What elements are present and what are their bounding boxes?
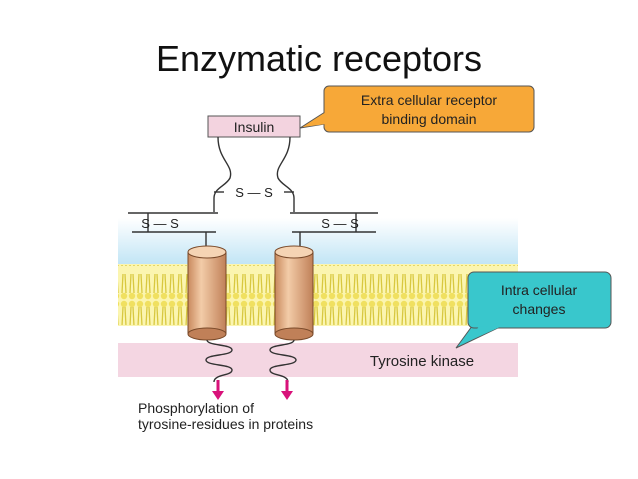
phosphorylation-arrows bbox=[212, 380, 293, 400]
insulin-label: Insulin bbox=[234, 119, 274, 135]
extracellular-callout-line2: binding domain bbox=[382, 111, 477, 127]
disulfide-center-label: S — S bbox=[235, 185, 273, 200]
tyrosine-kinase-band bbox=[118, 343, 518, 377]
intracellular-callout: Intra cellular changes bbox=[455, 271, 612, 349]
intracellular-callout-line2: changes bbox=[513, 301, 566, 317]
insulin-box bbox=[207, 115, 301, 138]
phosphorylation-text-line2: tyrosine-residues in proteins bbox=[138, 416, 313, 432]
disulfide-left-label: S — S bbox=[141, 216, 179, 231]
kinase-domain-loops bbox=[205, 339, 297, 383]
intracellular-callout-line1: Intra cellular bbox=[501, 282, 578, 298]
disulfide-right-label: S — S bbox=[321, 216, 359, 231]
tyrosine-kinase-label: Tyrosine kinase bbox=[370, 353, 474, 370]
extracellular-callout-line1: Extra cellular receptor bbox=[361, 92, 498, 108]
transmembrane-cylinder-right bbox=[274, 245, 314, 341]
transmembrane-cylinder-left bbox=[187, 245, 227, 341]
phosphorylation-text-line1: Phosphorylation of bbox=[138, 400, 254, 416]
lipid-bilayer bbox=[118, 264, 518, 326]
slide-title: Enzymatic receptors bbox=[155, 38, 483, 79]
extracellular-region bbox=[118, 218, 518, 266]
extracellular-callout: Extra cellular receptor binding domain bbox=[299, 85, 535, 133]
